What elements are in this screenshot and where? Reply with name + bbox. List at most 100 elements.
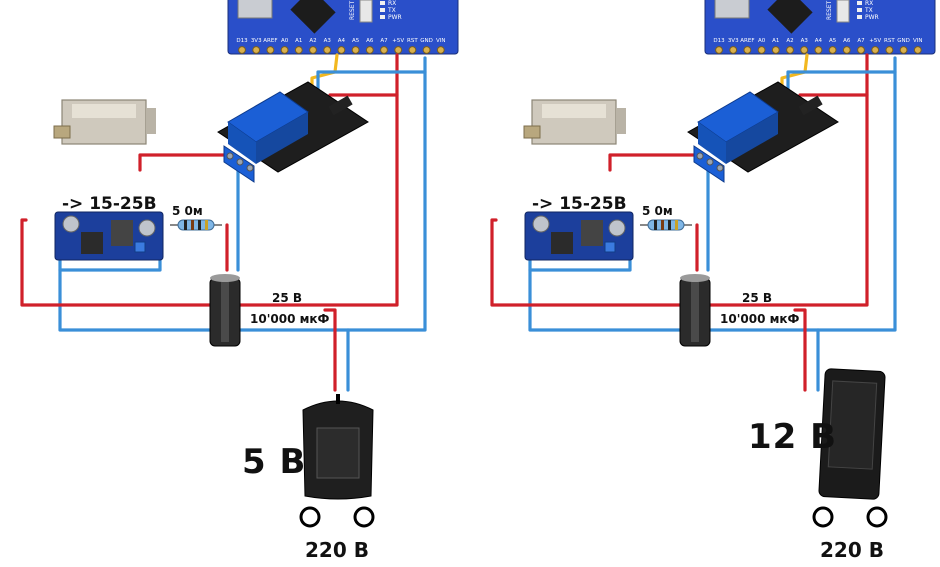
wire-gnd-loop bbox=[58, 56, 427, 332]
pin-hole bbox=[238, 46, 246, 54]
pin-label: AREF bbox=[263, 38, 277, 44]
pin-hole bbox=[380, 46, 388, 54]
wire-signal bbox=[310, 53, 339, 92]
resistor bbox=[170, 219, 222, 231]
wire-vcc-loop bbox=[20, 53, 399, 307]
pin-label: A7 bbox=[380, 38, 388, 44]
pin-hole bbox=[771, 46, 780, 54]
resistor-band bbox=[661, 220, 664, 230]
wire-relay-gnd-top bbox=[786, 70, 897, 92]
solenoid-latch bbox=[53, 125, 71, 139]
wire-solenoid-relay bbox=[608, 153, 698, 172]
pin-label: RST bbox=[407, 38, 418, 44]
pin-label: A5 bbox=[352, 38, 360, 44]
mains-voltage-label: 220 В bbox=[820, 538, 884, 562]
reset-label: RESET bbox=[826, 0, 833, 20]
pin-label: 3V3 bbox=[251, 38, 262, 44]
solenoid-latch bbox=[523, 125, 541, 139]
pin-label: A2 bbox=[309, 38, 316, 44]
pin-label: A1 bbox=[295, 38, 302, 44]
pin-hole bbox=[842, 46, 851, 54]
adapter-label-area bbox=[316, 427, 360, 479]
supply-voltage-label: 5 В bbox=[242, 442, 307, 482]
trimmer-pot bbox=[604, 241, 616, 253]
pin-label: A7 bbox=[857, 38, 865, 44]
pin-label: VIN bbox=[436, 38, 446, 44]
resistor-band bbox=[654, 220, 657, 230]
pin-hole bbox=[280, 46, 289, 54]
microcontroller-chip bbox=[290, 0, 336, 34]
pin-hole bbox=[266, 46, 275, 54]
pin-hole bbox=[857, 46, 865, 54]
converter-chip bbox=[581, 220, 603, 246]
pin-hole bbox=[871, 46, 880, 54]
led-rx bbox=[857, 1, 862, 5]
resistor-band bbox=[205, 220, 208, 230]
pin-hole bbox=[715, 46, 723, 54]
pin-hole bbox=[800, 46, 809, 54]
terminal-screw bbox=[226, 152, 234, 160]
led-tx bbox=[857, 8, 862, 12]
pin-hole bbox=[408, 46, 417, 54]
led-label: RX bbox=[388, 0, 396, 7]
terminal-screw bbox=[696, 152, 704, 160]
pin-hole bbox=[814, 46, 823, 54]
pin-label: RST bbox=[884, 38, 895, 44]
relay-coil-front bbox=[228, 122, 256, 164]
pin-hole bbox=[323, 46, 332, 54]
mains-pin-left bbox=[812, 506, 834, 528]
pin-hole bbox=[757, 46, 766, 54]
adapter-label-area bbox=[827, 380, 878, 470]
pin-hole bbox=[913, 46, 922, 54]
pin-hole bbox=[436, 46, 445, 54]
resistor-band bbox=[191, 220, 194, 230]
terminal-screw bbox=[246, 164, 254, 172]
capacitor-capacity-label: 10'000 мкФ bbox=[250, 312, 330, 326]
pin-hole bbox=[899, 46, 908, 54]
converter-label: -> 15-25В bbox=[62, 194, 157, 214]
arduino-pcb bbox=[227, 0, 459, 55]
mains-plug-pins bbox=[299, 506, 375, 528]
mains-voltage-label: 220 В bbox=[305, 538, 369, 562]
converter-inductor bbox=[551, 232, 573, 254]
resistor-band bbox=[198, 220, 201, 230]
wire-gnd-loop bbox=[528, 56, 897, 332]
pin-hole bbox=[729, 46, 738, 54]
wall-plug-adapter bbox=[302, 394, 374, 500]
pin-hole bbox=[422, 46, 431, 54]
pin-hole bbox=[394, 46, 403, 54]
wire-solenoid-relay bbox=[138, 153, 228, 172]
led-label: TX bbox=[864, 7, 873, 14]
led-pwr bbox=[380, 15, 385, 19]
pin-label: D13 bbox=[236, 38, 248, 44]
pin-hole bbox=[828, 46, 837, 54]
mains-pin-right bbox=[866, 506, 888, 528]
capacitor-stripe bbox=[221, 282, 229, 342]
converter-capacitor bbox=[532, 215, 550, 233]
resistor bbox=[640, 219, 692, 231]
pin-label: A3 bbox=[324, 38, 332, 44]
pin-hole bbox=[294, 46, 303, 54]
relay-coil-side bbox=[256, 112, 308, 164]
solenoid-end bbox=[616, 108, 626, 134]
pin-label: A5 bbox=[829, 38, 837, 44]
mains-pin-left bbox=[299, 506, 321, 528]
relay-module bbox=[217, 81, 369, 183]
resistor-label: 5 0м bbox=[172, 204, 203, 218]
pin-label: A2 bbox=[786, 38, 793, 44]
resistor-body bbox=[177, 219, 215, 231]
converter-inductor bbox=[81, 232, 103, 254]
pin-label: A1 bbox=[772, 38, 779, 44]
reset-label: RESET bbox=[349, 0, 356, 20]
electrolytic-capacitor bbox=[209, 274, 241, 347]
capacitor-top bbox=[680, 274, 710, 282]
relay-coil-side bbox=[726, 112, 778, 164]
reset-button bbox=[359, 0, 373, 23]
pin-label: +5V bbox=[392, 38, 404, 44]
wire-relay-gnd-top bbox=[316, 70, 427, 92]
